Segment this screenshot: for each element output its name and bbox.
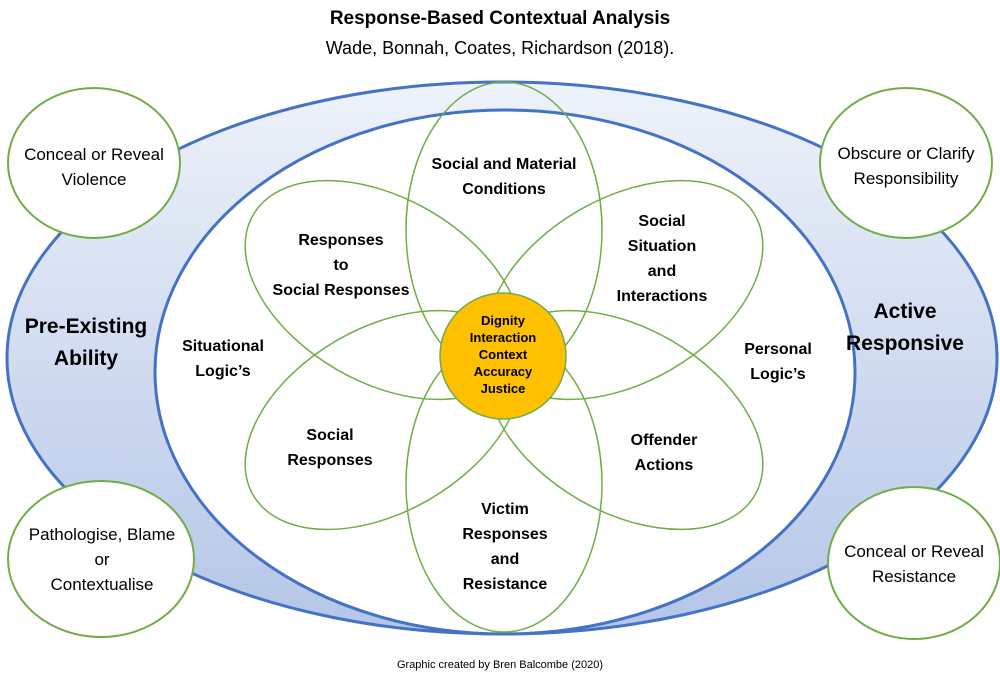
petal-lower-right-line1: Offender xyxy=(630,432,698,449)
outer-right-line2: Responsive xyxy=(846,332,964,355)
center-line3: Context xyxy=(478,347,528,362)
petal-upper-right-line2: Situation xyxy=(627,238,697,255)
petal-upper-right-line4: Interactions xyxy=(616,288,708,305)
petal-upper-left-line2: to xyxy=(333,257,349,274)
situational-logic-line1: Situational xyxy=(182,338,264,355)
corner-bottom-left-line1: Pathologise, Blame xyxy=(28,525,176,544)
center-line5: Justice xyxy=(480,381,526,396)
corner-circle-bottom-right xyxy=(827,486,1000,640)
petal-upper-left-label: Responses to Social Responses xyxy=(258,228,424,303)
petal-upper-left-line3: Social Responses xyxy=(272,282,410,299)
outer-left-line2: Ability xyxy=(53,347,119,370)
corner-top-left-line1: Conceal or Reveal xyxy=(24,145,164,164)
outer-right-label: Active Responsive xyxy=(829,296,981,360)
corner-bottom-right-line2: Resistance xyxy=(871,567,957,586)
personal-logic-line1: Personal xyxy=(744,341,812,358)
corner-circle-top-right xyxy=(819,87,993,239)
corner-top-left-label: Conceal or Reveal Violence xyxy=(10,142,178,192)
situational-logic-label: Situational Logic’s xyxy=(163,334,283,384)
petal-bottom-line4: Resistance xyxy=(462,576,548,593)
corner-bottom-left-label: Pathologise, Blame or Contextualise xyxy=(12,522,192,597)
corner-bottom-left-line3: Contextualise xyxy=(50,575,154,594)
petal-top-label: Social and Material Conditions xyxy=(414,152,594,202)
petal-lower-left-label: Social Responses xyxy=(270,423,390,473)
diagram-subtitle: Wade, Bonnah, Coates, Richardson (2018). xyxy=(325,38,675,58)
corner-circle-bottom-left xyxy=(7,480,195,638)
petal-lower-right-label: Offender Actions xyxy=(604,428,724,478)
petal-upper-right-label: Social Situation and Interactions xyxy=(592,209,732,309)
personal-logic-line2: Logic’s xyxy=(750,366,806,383)
corner-circle-top-left xyxy=(7,87,181,239)
petal-top-line1: Social and Material xyxy=(431,156,577,173)
petal-bottom-line3: and xyxy=(490,551,520,568)
petal-lower-left-line2: Responses xyxy=(287,452,373,469)
situational-logic-line2: Logic’s xyxy=(195,363,251,380)
outer-left-line1: Pre-Existing xyxy=(24,315,148,338)
petal-upper-left-line1: Responses xyxy=(298,232,384,249)
petal-bottom-line2: Responses xyxy=(462,526,548,543)
petal-top-line2: Conditions xyxy=(462,181,546,198)
corner-bottom-right-label: Conceal or Reveal Resistance xyxy=(828,539,1000,589)
petal-lower-left-line1: Social xyxy=(306,427,354,444)
petal-upper-right-line3: and xyxy=(647,263,677,280)
outer-right-line1: Active xyxy=(873,300,937,323)
corner-bottom-right-line1: Conceal or Reveal xyxy=(844,542,984,561)
petal-bottom-label: Victim Responses and Resistance xyxy=(435,497,575,597)
center-line2: Interaction xyxy=(469,330,537,345)
corner-top-right-line1: Obscure or Clarify xyxy=(837,144,975,163)
corner-top-right-label: Obscure or Clarify Responsibility xyxy=(818,141,994,191)
center-line4: Accuracy xyxy=(473,364,533,379)
petal-upper-right-line1: Social xyxy=(638,213,686,230)
credit-text: Graphic created by Bren Balcombe (2020) xyxy=(396,659,604,671)
personal-logic-label: Personal Logic’s xyxy=(718,337,838,387)
center-line1: Dignity xyxy=(480,313,526,328)
corner-top-right-line2: Responsibility xyxy=(853,169,959,188)
diagram-title: Response-Based Contextual Analysis xyxy=(329,8,671,29)
center-circle xyxy=(439,292,567,420)
corner-top-left-line2: Violence xyxy=(61,170,127,189)
center-label: Dignity Interaction Context Accuracy Jus… xyxy=(448,312,558,397)
petal-bottom-line1: Victim xyxy=(481,501,529,518)
petal-lower-right-line2: Actions xyxy=(634,457,694,474)
outer-left-label: Pre-Existing Ability xyxy=(10,311,162,375)
corner-bottom-left-line2: or xyxy=(94,550,110,569)
